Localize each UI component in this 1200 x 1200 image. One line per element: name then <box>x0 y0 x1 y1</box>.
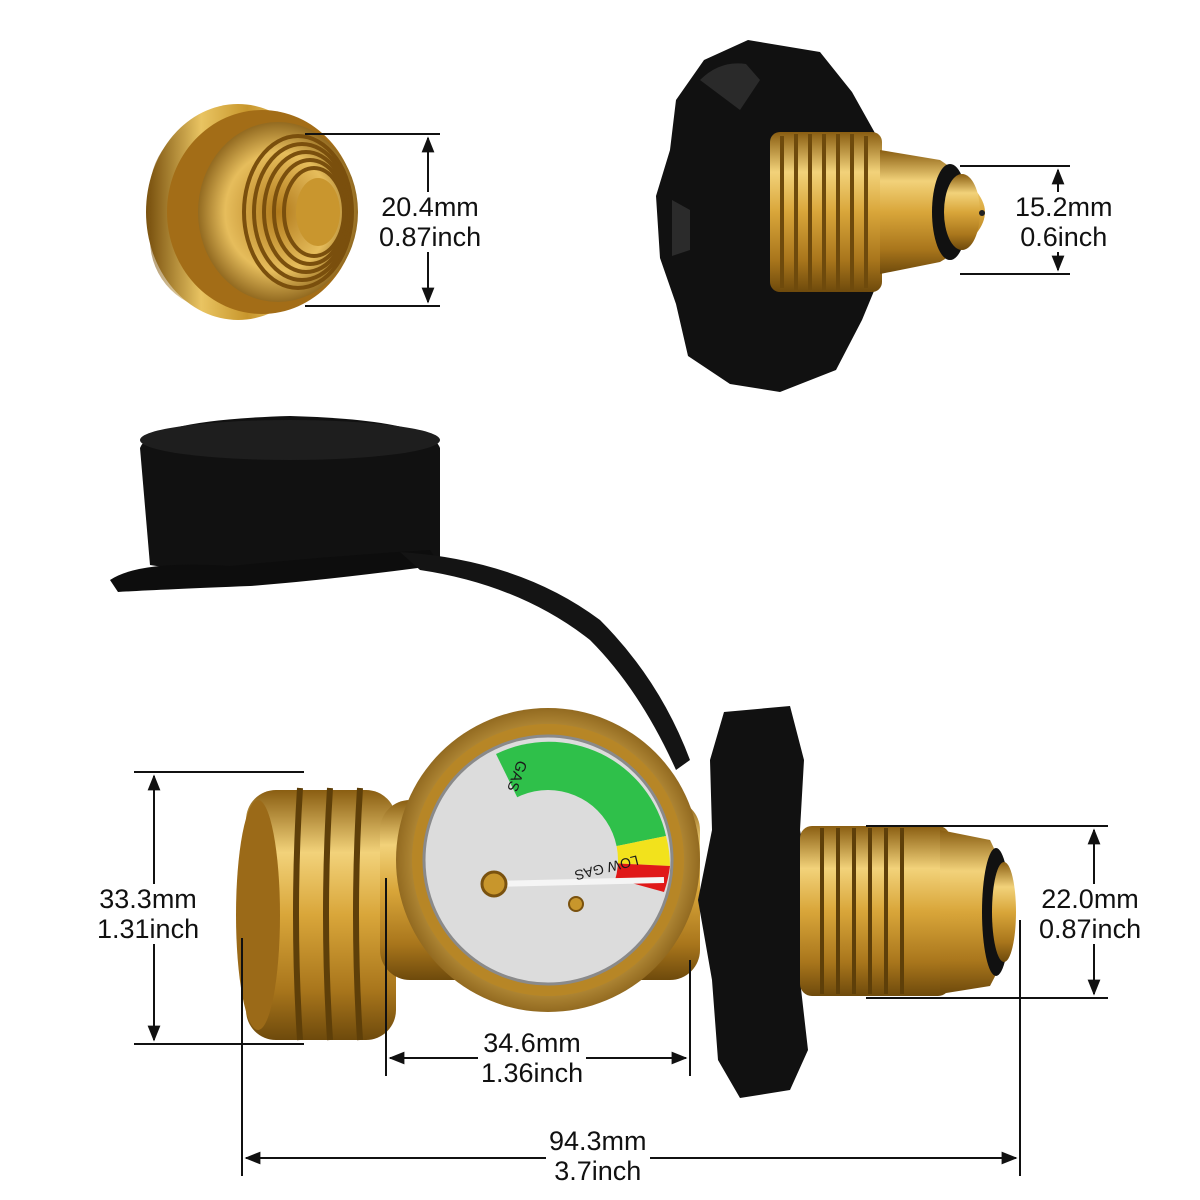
label-overall-length: 94.3mm 3.7inch <box>546 1126 650 1186</box>
pol-knob-fitting <box>656 40 985 392</box>
label-thread-inner-inch: 0.87inch <box>379 222 482 252</box>
label-pol-tip-mm: 15.2mm <box>1015 192 1113 222</box>
label-pol-tip-inch: 0.6inch <box>1020 222 1108 252</box>
label-pol-tip: 15.2mm 0.6inch <box>1012 192 1116 252</box>
label-thread-inner-mm: 20.4mm <box>381 192 479 222</box>
label-thread-inner: 20.4mm 0.87inch <box>376 192 485 252</box>
label-gauge-body: 34.6mm 1.36inch <box>478 1028 587 1088</box>
brass-bushing <box>146 104 358 320</box>
label-pol-outlet: 22.0mm 0.87inch <box>1036 884 1145 944</box>
dust-cap <box>110 416 690 770</box>
label-pol-outlet-mm: 22.0mm <box>1041 884 1139 914</box>
label-gauge-body-inch: 1.36inch <box>481 1058 584 1088</box>
label-overall-length-mm: 94.3mm <box>549 1126 647 1156</box>
label-overall-length-inch: 3.7inch <box>554 1156 642 1186</box>
label-gauge-height: 33.3mm 1.31inch <box>94 884 203 944</box>
label-gauge-height-mm: 33.3mm <box>99 884 197 914</box>
label-pol-outlet-inch: 0.87inch <box>1039 914 1142 944</box>
adapter-main-body <box>236 706 1016 1098</box>
label-gauge-height-inch: 1.31inch <box>97 914 200 944</box>
label-gauge-body-mm: 34.6mm <box>483 1028 581 1058</box>
